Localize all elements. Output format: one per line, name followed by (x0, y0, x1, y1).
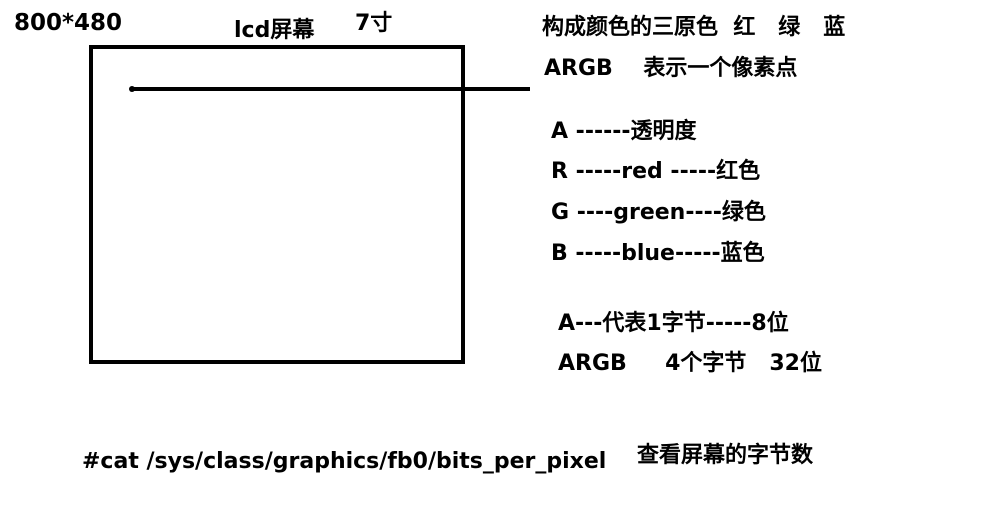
argb-pixel-label: ARGB 表示一个像素点 (544, 56, 798, 81)
channel-red: R -----red -----红色 (551, 159, 761, 184)
argb-bytes-label: ARGB 4个字节 32位 (558, 351, 822, 376)
channel-green: G ----green----绿色 (551, 200, 766, 225)
channel-alpha: A ------透明度 (551, 119, 697, 144)
lcd-screen-box (89, 45, 465, 364)
byte-size-label: A---代表1字节-----8位 (558, 311, 789, 336)
pixel-pointer-line (134, 87, 530, 91)
primary-colors-label: 构成颜色的三原色 红 绿 蓝 (542, 15, 846, 40)
command-note: 查看屏幕的字节数 (637, 443, 814, 468)
resolution-label: 800*480 (14, 10, 123, 36)
screen-size-label: 7寸 (355, 11, 393, 36)
screen-label: lcd屏幕 (234, 18, 315, 43)
channel-blue: B -----blue-----蓝色 (551, 241, 765, 266)
pixel-dot (129, 86, 135, 92)
command-text: #cat /sys/class/graphics/fb0/bits_per_pi… (82, 449, 607, 474)
